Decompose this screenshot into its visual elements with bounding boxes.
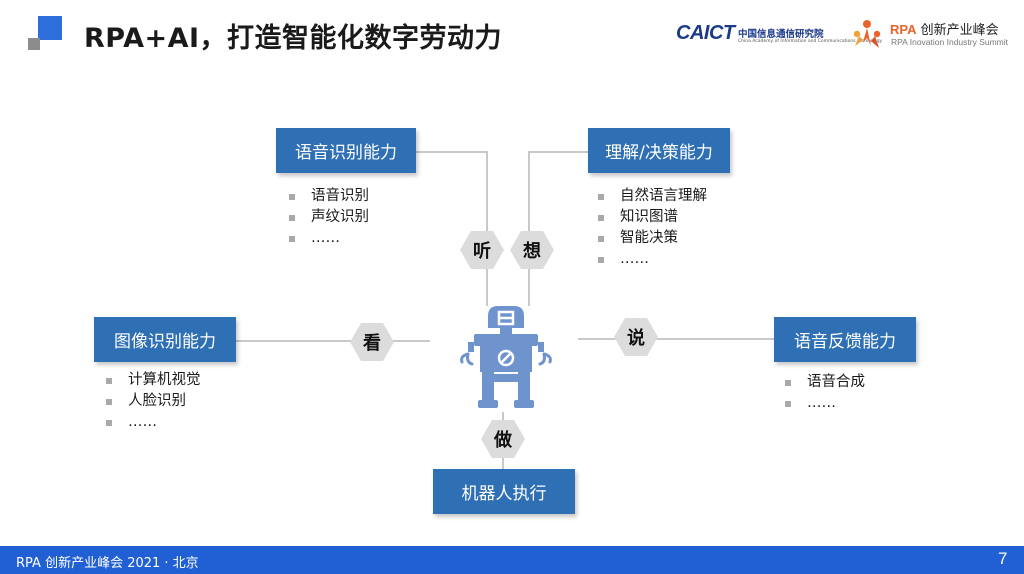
- image-recognition-box: 图像识别能力: [94, 317, 236, 362]
- speech-feedback-box: 语音反馈能力: [774, 317, 916, 362]
- summit-logo-icon: [853, 20, 881, 48]
- caict-name-cn: 中国信息通信研究院: [738, 29, 824, 40]
- action-see-hex: 看: [350, 323, 394, 361]
- logo-square-blue: [38, 16, 62, 40]
- caict-brand: CAICT: [676, 22, 735, 44]
- robot-execution-box: 机器人执行: [433, 469, 575, 514]
- action-listen-hex: 听: [460, 231, 504, 269]
- robot-icon: [460, 306, 552, 408]
- list-item: ……: [784, 393, 865, 414]
- footer-bar: [0, 546, 1024, 574]
- caict-logo: CAICT 中国信息通信研究院 China Academy of Informa…: [676, 22, 882, 52]
- list-item: 语音识别: [288, 186, 369, 207]
- understanding-decision-box: 理解/决策能力: [588, 128, 730, 173]
- caict-name-en: China Academy of Information and Communi…: [738, 39, 883, 44]
- page-title: RPA+AI，打造智能化数字劳动力: [84, 23, 503, 54]
- speech-recognition-list: 语音识别 声纹识别 ……: [288, 186, 369, 249]
- connector-understanding-h: [528, 151, 588, 153]
- list-item: 自然语言理解: [597, 186, 707, 207]
- speech-feedback-list: 语音合成 ……: [784, 372, 865, 414]
- connector-speech-feedback: [578, 338, 774, 340]
- connector-understanding-v: [528, 151, 530, 306]
- page-number: 7: [998, 549, 1008, 568]
- footer-text: RPA 创新产业峰会 2021 · 北京: [16, 556, 199, 571]
- action-speak-hex: 说: [614, 318, 658, 356]
- summit-name-en: RPA Inovation Industry Summit: [891, 37, 1009, 47]
- summit-name-cn: RPA 创新产业峰会: [890, 19, 999, 38]
- connector-speech-recognition-v: [486, 151, 488, 306]
- speech-recognition-box: 语音识别能力: [276, 128, 416, 173]
- list-item: 知识图谱: [597, 207, 707, 228]
- list-item: ……: [288, 228, 369, 249]
- list-item: 声纹识别: [288, 207, 369, 228]
- connector-speech-recognition-h: [416, 151, 487, 153]
- list-item: 人脸识别: [105, 391, 201, 412]
- action-do-hex: 做: [481, 420, 525, 458]
- list-item: ……: [105, 412, 201, 433]
- list-item: 语音合成: [784, 372, 865, 393]
- summit-name: 创新产业峰会: [920, 23, 999, 38]
- summit-rpa: RPA: [890, 22, 917, 37]
- logo-square-gray: [28, 38, 40, 50]
- action-think-hex: 想: [510, 231, 554, 269]
- image-recognition-list: 计算机视觉 人脸识别 ……: [105, 370, 201, 433]
- list-item: 计算机视觉: [105, 370, 201, 391]
- list-item: 智能决策: [597, 228, 707, 249]
- list-item: ……: [597, 249, 707, 270]
- understanding-list: 自然语言理解 知识图谱 智能决策 ……: [597, 186, 707, 270]
- connector-image-recognition: [236, 340, 430, 342]
